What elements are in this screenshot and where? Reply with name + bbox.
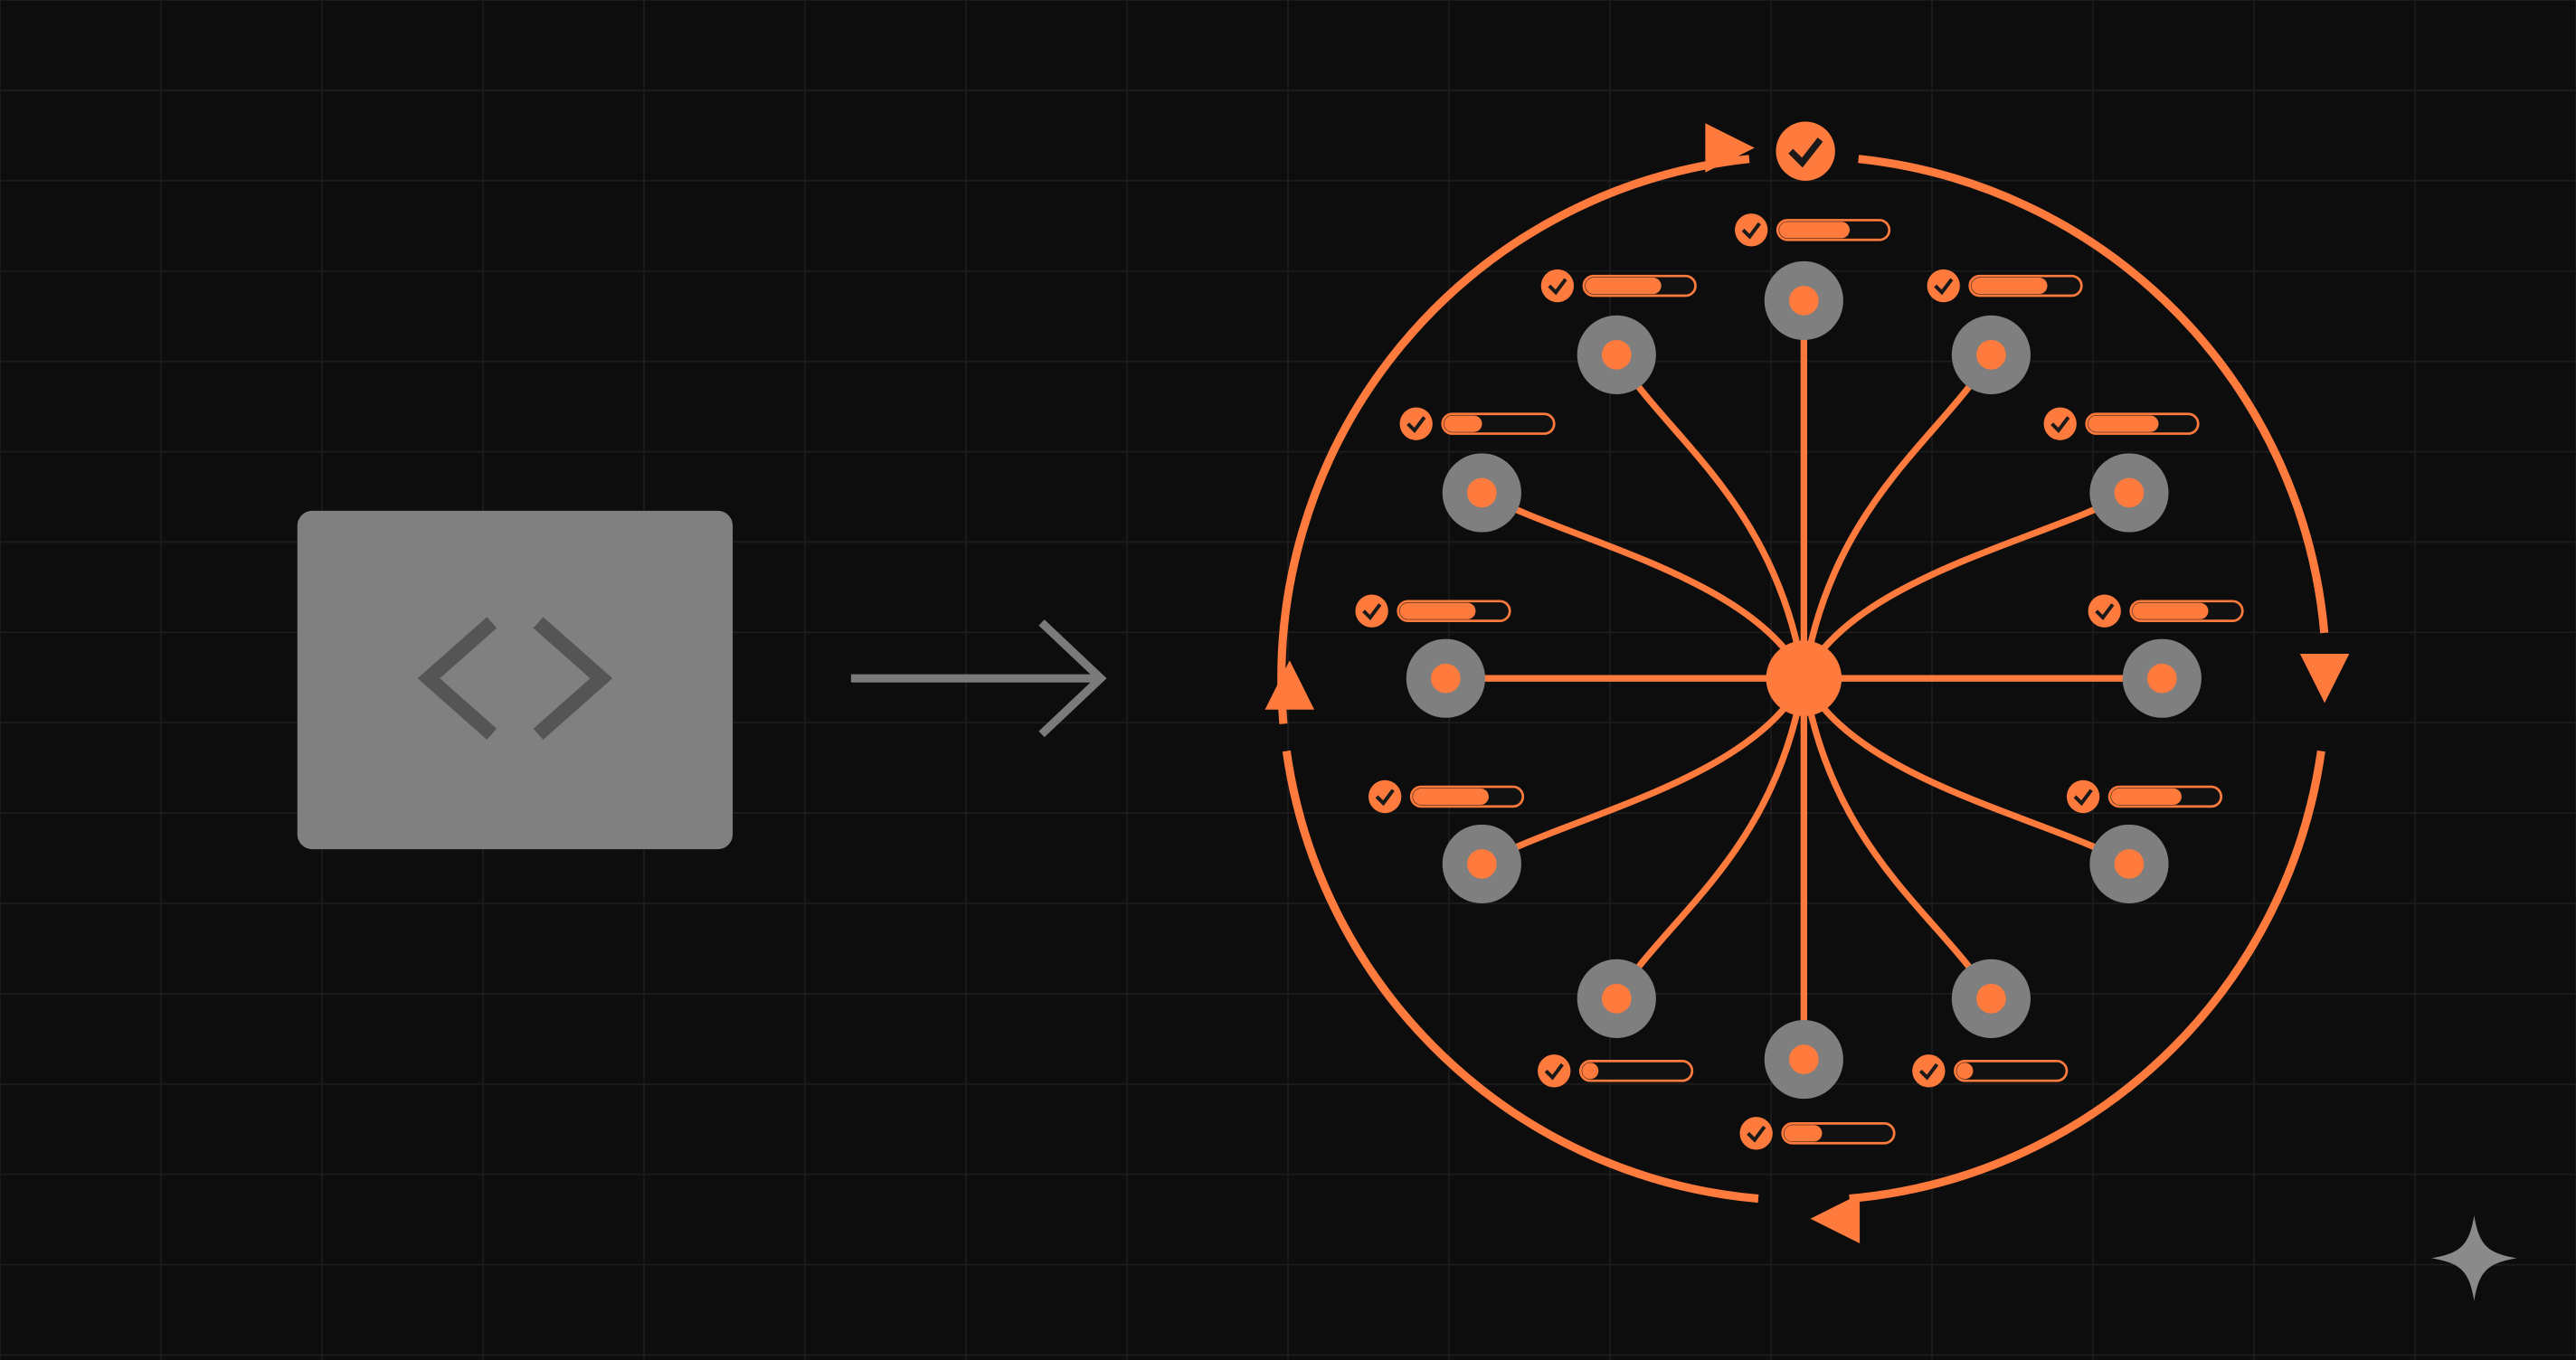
node-core xyxy=(1976,340,2006,370)
progress-indicator xyxy=(2043,407,2200,440)
progress-indicator xyxy=(1735,213,1891,247)
progress-fill xyxy=(2088,415,2159,432)
hub-link xyxy=(1480,489,1807,680)
central-hub xyxy=(1766,640,1842,716)
cycle-arrowhead-icon xyxy=(1264,660,1315,710)
progress-fill xyxy=(1779,222,1851,239)
node-core xyxy=(1976,984,2006,1014)
progress-fill xyxy=(1444,415,1482,432)
check-icon xyxy=(1548,278,1567,296)
progress-fill xyxy=(1585,278,1662,295)
check-icon-bg xyxy=(1912,1054,1946,1088)
hub-link xyxy=(1800,353,1994,679)
progress-fill xyxy=(1784,1125,1823,1142)
arrow-right-icon xyxy=(850,619,1107,738)
progress-track xyxy=(1954,1060,2069,1082)
progress-fill xyxy=(1971,278,2048,295)
check-icon xyxy=(2050,416,2070,433)
progress-indicator xyxy=(2066,779,2223,814)
progress-indicator xyxy=(1538,1054,1694,1088)
hub-link xyxy=(1801,676,2131,867)
check-icon-bg xyxy=(2088,594,2121,628)
check-icon xyxy=(1747,1125,1766,1143)
node-core xyxy=(2114,849,2145,879)
progress-fill xyxy=(2132,602,2209,619)
check-icon xyxy=(1934,278,1954,296)
worker-node-right-upper xyxy=(2089,453,2169,533)
progress-fill xyxy=(2110,788,2182,806)
cycle-arc xyxy=(1277,155,1750,724)
source-code-panel xyxy=(297,510,734,850)
worker-node-upper-left xyxy=(1577,315,1656,394)
hub-link xyxy=(1801,489,2131,680)
check-icon-bg xyxy=(1355,594,1388,628)
sparkle-icon xyxy=(2431,1215,2517,1301)
check-icon-bg xyxy=(1538,1054,1571,1088)
check-icon-bg xyxy=(1399,407,1433,440)
worker-node-left xyxy=(1406,638,1485,718)
progress-indicator xyxy=(1540,269,1697,303)
progress-track xyxy=(1578,1060,1694,1082)
cycle-arc xyxy=(1858,155,2329,634)
check-icon-bg xyxy=(1540,269,1575,303)
progress-fill xyxy=(1399,602,1476,619)
progress-indicator xyxy=(1368,779,1525,814)
progress-indicator xyxy=(1739,1117,1896,1150)
node-core xyxy=(1788,1044,1819,1074)
check-icon xyxy=(1918,1062,1939,1081)
check-icon-bg xyxy=(2043,407,2077,440)
check-icon xyxy=(1741,222,1761,240)
hub-link xyxy=(1614,353,1807,679)
check-circle-icon xyxy=(1788,137,1823,168)
worker-node-top xyxy=(1764,260,1843,341)
hub-link xyxy=(1480,676,1807,867)
worker-node-lower-left xyxy=(1577,959,1656,1038)
worker-node-bottom xyxy=(1764,1019,1843,1100)
node-core xyxy=(2146,663,2177,694)
top-check-badge xyxy=(1776,121,1835,181)
node-core xyxy=(2114,477,2145,508)
progress-indicator xyxy=(2088,594,2244,628)
node-core xyxy=(1466,849,1497,879)
cycle-arrowhead-icon xyxy=(1810,1194,1861,1243)
node-core xyxy=(1601,340,1632,370)
node-core xyxy=(1466,477,1497,508)
progress-indicator xyxy=(1912,1054,2069,1088)
progress-fill xyxy=(1956,1062,1974,1080)
worker-node-left-upper xyxy=(1442,453,1521,533)
progress-fill xyxy=(1413,788,1489,806)
check-icon-bg xyxy=(1927,269,1960,303)
progress-indicator xyxy=(1355,594,1511,628)
progress-indicator xyxy=(1927,269,2083,303)
node-core xyxy=(1788,286,1819,316)
progress-fill xyxy=(1582,1062,1599,1080)
check-icon xyxy=(2073,789,2093,807)
progress-indicator xyxy=(1399,407,1556,440)
cycle-ring xyxy=(1264,123,2350,1243)
cycle-arc xyxy=(1849,750,2325,1204)
check-icon-bg xyxy=(1368,779,1402,814)
check-icon-bg xyxy=(1739,1117,1773,1150)
worker-node-left-lower xyxy=(1442,824,1521,904)
cycle-arrowhead-icon xyxy=(2299,653,2350,704)
check-icon xyxy=(1375,789,1395,807)
check-icon-bg xyxy=(2066,779,2100,814)
worker-node-right-lower xyxy=(2089,824,2169,904)
code-brackets-icon xyxy=(417,617,613,741)
node-core xyxy=(1601,984,1632,1014)
worker-node-lower-right xyxy=(1951,959,2031,1038)
cycle-arrowhead-icon xyxy=(1705,123,1755,173)
check-icon xyxy=(1544,1062,1564,1081)
check-icon xyxy=(1406,416,1426,433)
progress-indicators xyxy=(1355,213,2244,1150)
worker-node-right xyxy=(2122,638,2202,718)
check-icon-bg xyxy=(1735,213,1768,247)
worker-node-upper-right xyxy=(1951,315,2031,394)
worker-nodes xyxy=(1406,260,2202,1100)
node-core xyxy=(1431,663,1461,694)
check-icon xyxy=(2095,603,2115,621)
check-icon xyxy=(1362,603,1382,621)
cycle-arc xyxy=(1282,750,1759,1204)
